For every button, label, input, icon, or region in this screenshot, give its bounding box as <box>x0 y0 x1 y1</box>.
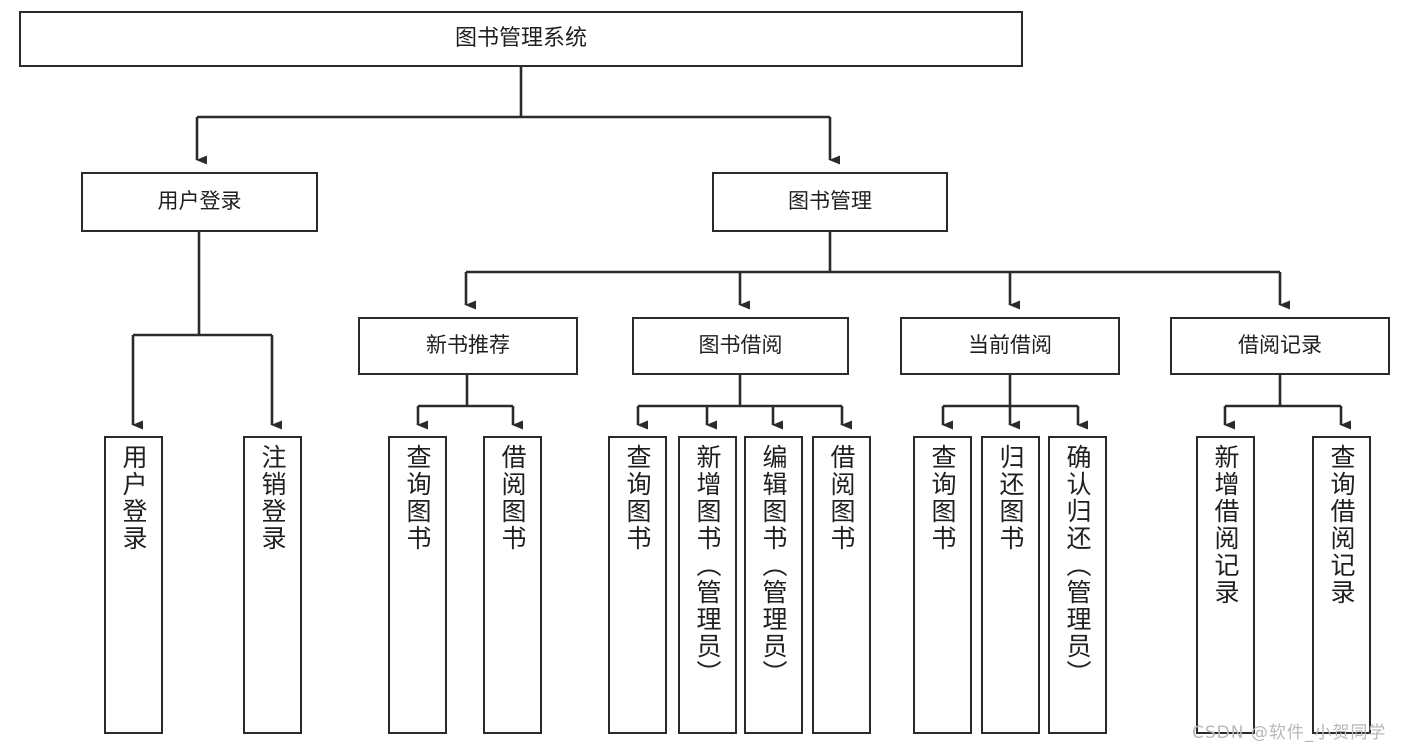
node-user-login-label: 用户登录 <box>157 189 242 214</box>
node-leaf-query-books-3[interactable]: 查询图书 <box>913 436 972 734</box>
node-leaf-user-login-label: 用户登录 <box>119 444 148 552</box>
node-new-book-recommend-label: 新书推荐 <box>426 333 510 358</box>
node-leaf-borrow-books-1[interactable]: 借阅图书 <box>483 436 542 734</box>
node-new-book-recommend[interactable]: 新书推荐 <box>358 317 578 375</box>
node-leaf-query-books-1-label: 查询图书 <box>403 444 432 552</box>
node-leaf-query-books-2[interactable]: 查询图书 <box>608 436 667 734</box>
node-leaf-edit-book-label: 编辑图书（管理员） <box>759 444 788 687</box>
node-book-management[interactable]: 图书管理 <box>712 172 948 232</box>
node-user-login[interactable]: 用户登录 <box>81 172 318 232</box>
node-leaf-add-record[interactable]: 新增借阅记录 <box>1196 436 1255 734</box>
node-leaf-confirm-return-label: 确认归还（管理员） <box>1063 444 1092 687</box>
node-leaf-confirm-return[interactable]: 确认归还（管理员） <box>1048 436 1107 734</box>
node-current-borrow-label: 当前借阅 <box>968 333 1052 358</box>
node-leaf-edit-book[interactable]: 编辑图书（管理员） <box>744 436 803 734</box>
node-current-borrow[interactable]: 当前借阅 <box>900 317 1120 375</box>
node-leaf-query-record[interactable]: 查询借阅记录 <box>1312 436 1371 734</box>
node-root[interactable]: 图书管理系统 <box>19 11 1023 67</box>
node-book-management-label: 图书管理 <box>788 189 872 214</box>
node-leaf-add-book-label: 新增图书（管理员） <box>693 444 722 687</box>
node-book-borrow[interactable]: 图书借阅 <box>632 317 849 375</box>
node-borrow-record-label: 借阅记录 <box>1238 333 1322 358</box>
node-leaf-add-record-label: 新增借阅记录 <box>1211 444 1240 606</box>
node-leaf-return-book-label: 归还图书 <box>996 444 1025 552</box>
node-leaf-borrow-books-2-label: 借阅图书 <box>827 444 856 552</box>
node-leaf-query-record-label: 查询借阅记录 <box>1327 444 1356 606</box>
node-leaf-query-books-3-label: 查询图书 <box>928 444 957 552</box>
node-leaf-query-books-2-label: 查询图书 <box>623 444 652 552</box>
node-book-borrow-label: 图书借阅 <box>698 333 783 358</box>
node-borrow-record[interactable]: 借阅记录 <box>1170 317 1390 375</box>
node-leaf-user-login[interactable]: 用户登录 <box>104 436 163 734</box>
node-leaf-query-books-1[interactable]: 查询图书 <box>388 436 447 734</box>
node-leaf-borrow-books-2[interactable]: 借阅图书 <box>812 436 871 734</box>
node-leaf-borrow-books-1-label: 借阅图书 <box>498 444 527 552</box>
node-leaf-logout[interactable]: 注销登录 <box>243 436 302 734</box>
node-root-label: 图书管理系统 <box>454 25 587 51</box>
node-leaf-logout-label: 注销登录 <box>258 444 287 552</box>
node-leaf-return-book[interactable]: 归还图书 <box>981 436 1040 734</box>
node-leaf-add-book[interactable]: 新增图书（管理员） <box>678 436 737 734</box>
